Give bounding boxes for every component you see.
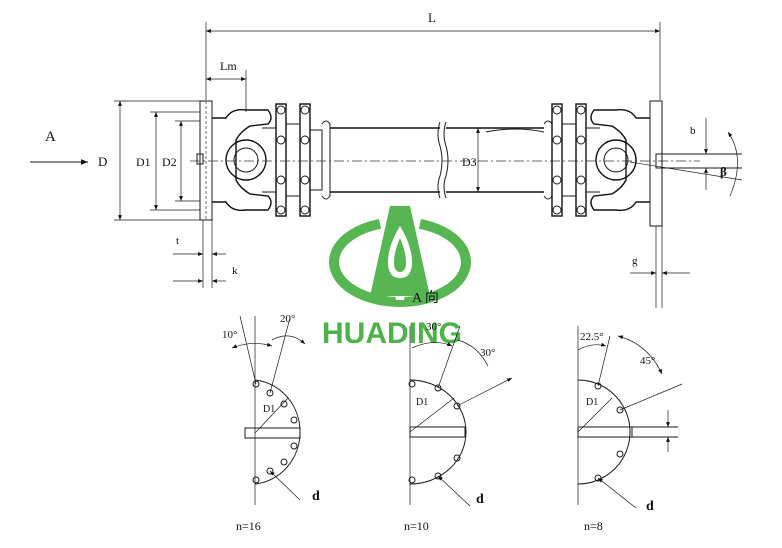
pattern1-n: n=16 [236, 519, 261, 533]
dim-k: k [232, 265, 238, 277]
dim-L: L [428, 10, 436, 25]
pattern2-n: n=10 [404, 519, 429, 533]
pattern2-circle: D1 [416, 397, 428, 408]
bolt-heads-right [552, 105, 586, 215]
pattern3-n: n=8 [584, 519, 603, 533]
pattern2-hole: d [476, 492, 484, 507]
pattern3-angle1: 22.5° [580, 331, 604, 343]
view-arrow-label: A [45, 129, 56, 145]
pattern2-angle1: 30° [426, 321, 441, 333]
shaft-side-view: L Lm D D1 D2 A t k [30, 10, 743, 308]
hole-pattern-n8: 22.5° 45° D1 d n=8 [577, 326, 683, 533]
dim-Lm: Lm [220, 59, 237, 73]
watermark-brand: HUADING [322, 317, 462, 350]
pattern3-angle2: 45° [640, 355, 655, 367]
pattern1-angle2: 20° [280, 313, 295, 325]
pattern2-angle2: 30° [480, 347, 495, 359]
hole-pattern-n16: 10° 20° D1 d n=16 [222, 313, 320, 533]
dim-D2: D2 [162, 155, 177, 169]
dim-D3: D3 [462, 155, 477, 169]
pattern1-hole: d [312, 489, 320, 504]
dim-D1: D1 [136, 155, 151, 169]
pattern1-angle1: 10° [222, 329, 237, 341]
bolt-heads-left [276, 105, 310, 215]
dim-t: t [176, 235, 179, 247]
dim-b: b [690, 125, 696, 137]
hole-pattern-n10: 30° 30° D1 d n=10 [404, 321, 513, 533]
dim-D: D [98, 154, 107, 169]
pattern3-circle: D1 [586, 397, 598, 408]
view-label: A 向 [412, 290, 439, 306]
huading-logo [329, 206, 471, 307]
dim-beta: β [720, 164, 727, 179]
pattern3-hole: d [646, 499, 654, 514]
dim-g: g [632, 255, 638, 267]
pattern1-circle: D1 [263, 404, 275, 415]
